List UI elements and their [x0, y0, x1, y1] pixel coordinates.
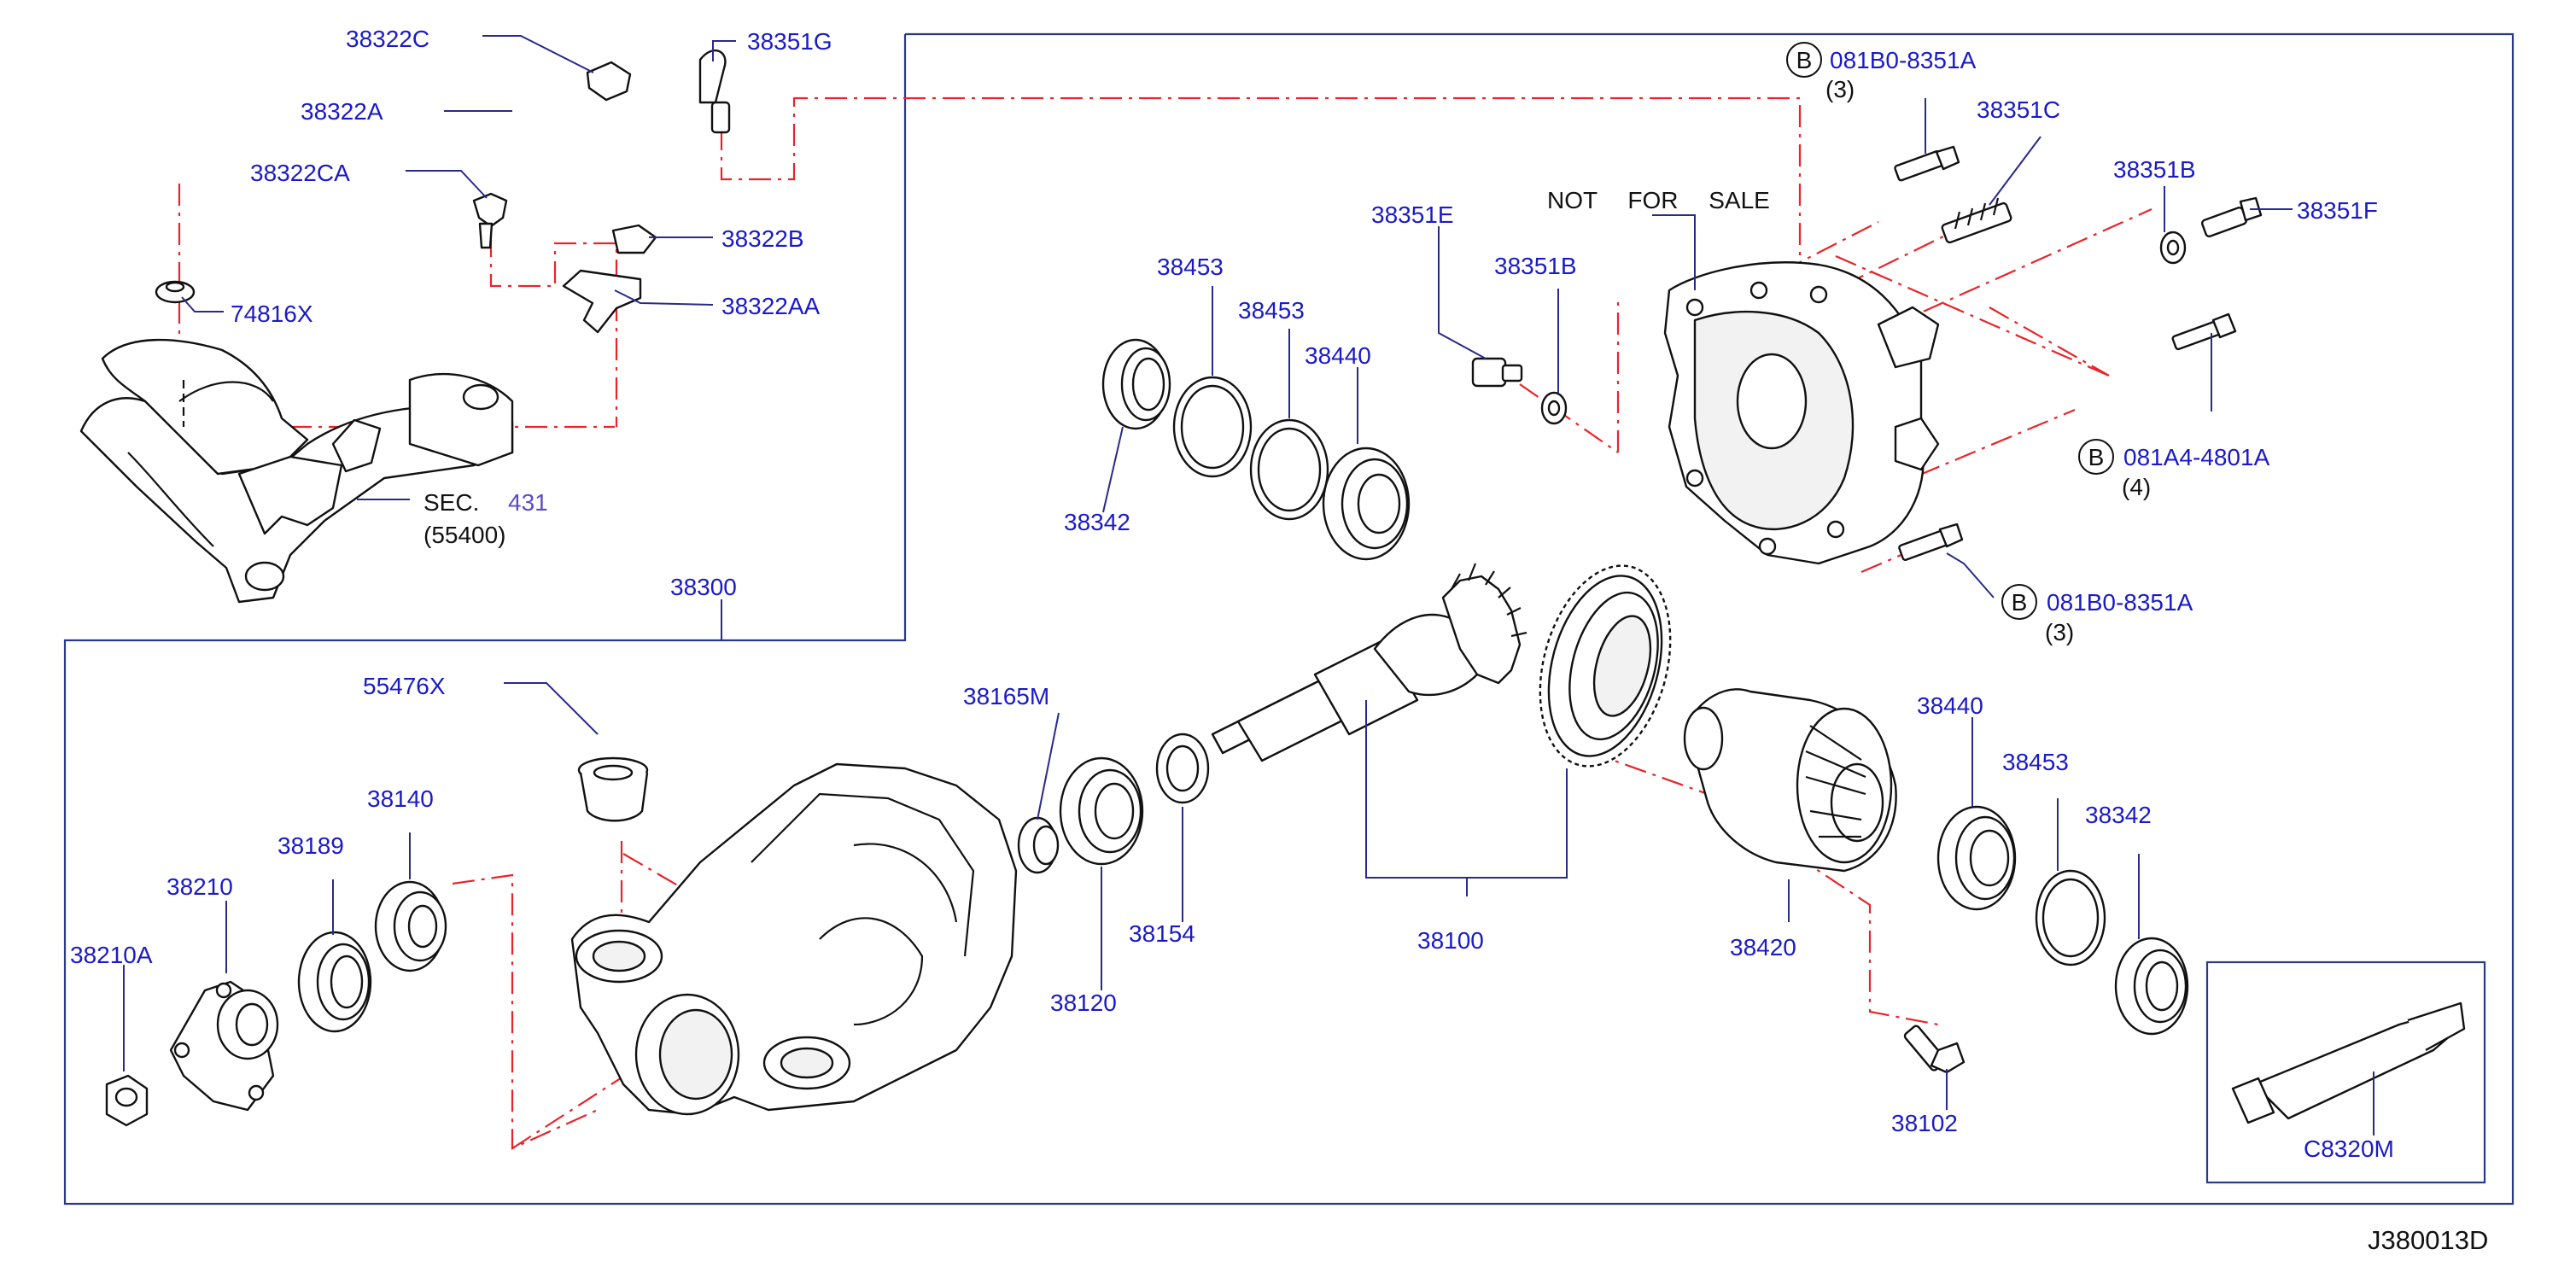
bearing-38440-right — [1936, 805, 2017, 911]
label-38351F: 38351F — [2297, 197, 2378, 224]
label-38351E: 38351E — [1371, 201, 1454, 228]
washer-38351B-left — [1540, 391, 1568, 425]
label-38440-a: 38440 — [1305, 342, 1371, 369]
label-38102: 38102 — [1891, 1110, 1958, 1136]
oil-seal-38342-left — [1101, 338, 1171, 430]
bolt-081A4 — [2171, 312, 2237, 351]
bearing-38140 — [374, 880, 447, 972]
clip-38322CA — [472, 192, 508, 249]
label-38210: 38210 — [166, 873, 233, 900]
grommet-74816X — [155, 280, 196, 304]
label-38453-b: 38453 — [1238, 297, 1305, 324]
oil-seal-38342-right — [2114, 937, 2189, 1036]
bolt-marker-2-letter: B — [2088, 444, 2105, 470]
leader-lines — [123, 35, 2374, 1136]
sealant-inset-frame — [2205, 960, 2486, 1184]
suspension-member — [79, 338, 514, 604]
ring-gear — [1539, 564, 1672, 768]
label-38351G: 38351G — [747, 28, 832, 55]
plug-38351F — [2201, 196, 2263, 238]
label-38154: 38154 — [1129, 920, 1195, 947]
label-38453-a: 38453 — [1157, 254, 1224, 280]
collapsible-spacer-38165M — [1017, 816, 1060, 874]
label-38165M: 38165M — [963, 683, 1049, 709]
label-38100: 38100 — [1417, 927, 1484, 954]
washer-38351B-right — [2159, 231, 2187, 265]
bolt-marker-2: B — [2078, 439, 2114, 475]
label-081B0-8351A-top: 081B0-8351A — [1830, 47, 1977, 73]
shim-38453-right — [2035, 869, 2106, 966]
label-74816X: 74816X — [231, 301, 313, 327]
label-38140: 38140 — [367, 785, 434, 812]
shim-38453-left-b — [1249, 418, 1329, 521]
mount-insulator — [577, 756, 649, 822]
label-38420: 38420 — [1730, 934, 1796, 960]
label-38300: 38300 — [670, 574, 737, 600]
label-081B0-8351A-bottom: 081B0-8351A — [2047, 589, 2193, 616]
flange-nut-38210A — [105, 1074, 149, 1127]
label-38342-a: 38342 — [1064, 509, 1130, 535]
label-sec-number: 431 — [508, 489, 548, 516]
label-sec-prefix: SEC. — [423, 489, 479, 516]
differential-case — [1683, 688, 1897, 873]
bolt-081B0-top — [1894, 145, 1960, 182]
drive-pinion — [1211, 563, 1527, 762]
label-qty-bottom: (3) — [2045, 619, 2074, 645]
label-38189: 38189 — [277, 832, 344, 859]
diagram-code: J380013D — [2368, 1225, 2488, 1255]
companion-flange-38210 — [169, 980, 279, 1112]
watermark-not-for-sale: NOT FOR SALE — [1547, 187, 1770, 213]
sealant-tube — [2231, 1001, 2466, 1124]
plug-38351E — [1471, 357, 1523, 388]
shim-38453-left-a — [1172, 376, 1253, 478]
label-sec-ref: (55400) — [423, 522, 506, 548]
label-qty-mid: (4) — [2122, 474, 2151, 500]
bolt-081B0-bottom — [1898, 523, 1964, 562]
label-38322AA: 38322AA — [721, 293, 821, 319]
bolt-marker-1-letter: B — [1796, 47, 1813, 73]
label-38120: 38120 — [1050, 990, 1117, 1016]
label-38351B-b: 38351B — [2113, 156, 2196, 183]
label-38351B-a: 38351B — [1494, 253, 1577, 279]
label-38322A: 38322A — [301, 98, 383, 125]
label-38351C: 38351C — [1977, 96, 2060, 123]
label-38210A: 38210A — [70, 942, 153, 968]
rear-cover — [1663, 261, 1940, 565]
label-qty-top: (3) — [1825, 76, 1855, 102]
label-081A4-4801A: 081A4-4801A — [2123, 444, 2270, 470]
label-38453-c: 38453 — [2002, 749, 2069, 775]
label-38322B: 38322B — [721, 225, 804, 252]
breather-hose — [514, 50, 731, 334]
label-55476X: 55476X — [363, 673, 446, 699]
bolt-marker-3: B — [2001, 584, 2037, 620]
stud-38351C — [1941, 197, 2012, 244]
label-38322CA: 38322CA — [250, 160, 350, 186]
bolt-marker-3-letter: B — [2012, 589, 2028, 616]
label-C8320M: C8320M — [2304, 1136, 2394, 1162]
label-38342-b: 38342 — [2085, 802, 2152, 828]
gear-carrier — [570, 762, 1018, 1116]
label-38440-b: 38440 — [1917, 692, 1983, 719]
part-labels: 38322C 38351G 38322A 38322CA 38322B 7481… — [70, 26, 2488, 1255]
washer-38154 — [1155, 733, 1210, 804]
label-38322C: 38322C — [346, 26, 429, 52]
bearing-38440-left — [1322, 447, 1411, 561]
assembly-frame — [63, 32, 2515, 1206]
bolt-38102 — [1903, 1025, 1966, 1074]
bolt-marker-1: B — [1786, 42, 1822, 78]
bearing-38120 — [1059, 756, 1144, 866]
dust-cover-38189 — [297, 931, 372, 1033]
